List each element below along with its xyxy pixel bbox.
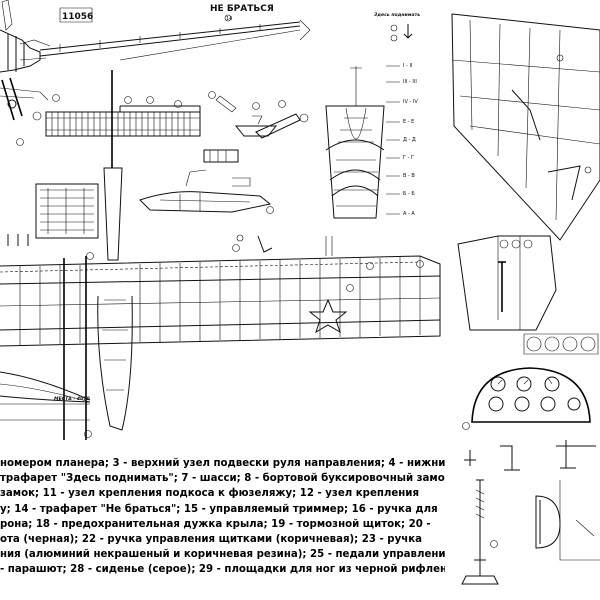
callout-14-marker	[224, 14, 232, 22]
legend-line-1: номером планера; 3 - верхний узел подвес…	[0, 458, 445, 469]
stamp-no-grab: НЕ БРАТЬСЯ	[210, 4, 274, 14]
instrument-panel	[471, 367, 591, 423]
stamp-lift-here: Здесь поднимать	[374, 12, 420, 18]
seat-frame	[457, 165, 581, 331]
callout-markers	[16, 91, 498, 548]
lower-right-parts	[461, 440, 600, 585]
rib-span	[0, 371, 91, 421]
number-frame	[59, 7, 93, 23]
lift-arrow-icon	[403, 24, 413, 39]
legend-line-5: рона; 18 - предохранительная дужка крыла…	[0, 518, 431, 530]
section-label-1: I - II	[403, 63, 412, 69]
top-elevation	[39, 19, 311, 61]
elevator-detail	[139, 169, 272, 213]
section-label-7: В - В	[403, 173, 415, 179]
section-label-5: Д - Д	[403, 137, 416, 143]
legend-caption: номером планера; 3 - верхний узел подвес…	[0, 456, 445, 578]
legend-line-6: ота (черная); 22 - ручка управления щитк…	[0, 533, 423, 545]
section-label-2: III - III	[403, 79, 417, 85]
upper-wing-plan	[45, 105, 201, 137]
section-label-6: Г - Г	[403, 155, 414, 161]
rib-span-label: МЕСТА - 4070	[54, 396, 90, 402]
legend-line-2: трафарет "Здесь поднимать"; 7 - шасси; 8…	[0, 473, 445, 485]
callout-14: 14	[226, 16, 232, 22]
section-label-4: Е - Е	[403, 119, 414, 125]
main-wing-plan	[0, 255, 441, 440]
legend-line-4: у; 14 - трафарет "Не браться"; 15 - упра…	[0, 503, 438, 515]
control-parts	[7, 234, 333, 256]
legend-line-7: ния (алюминий некрашеный и коричневая ре…	[0, 549, 445, 561]
gauges-strip	[523, 333, 599, 355]
fuselage-front-view	[325, 66, 385, 219]
fuselage-side-long	[85, 256, 133, 440]
cockpit-frame-panel	[35, 183, 99, 239]
section-label-3: IV - IV	[403, 99, 418, 105]
section-label-9: А - А	[403, 211, 415, 217]
section-label-8: Б - Б	[403, 191, 415, 197]
side-view-nose	[0, 0, 51, 121]
legend-line-8: - парашют; 28 - сиденье (серое); 29 - пл…	[0, 564, 445, 576]
fuselage-plan	[103, 70, 123, 261]
glider-number-label: 11056	[62, 12, 93, 22]
legend-line-3: замок; 11 - узел крепления подкоса к фюз…	[0, 488, 419, 500]
fittings-row	[203, 95, 309, 163]
canopy-perspective	[451, 13, 600, 241]
